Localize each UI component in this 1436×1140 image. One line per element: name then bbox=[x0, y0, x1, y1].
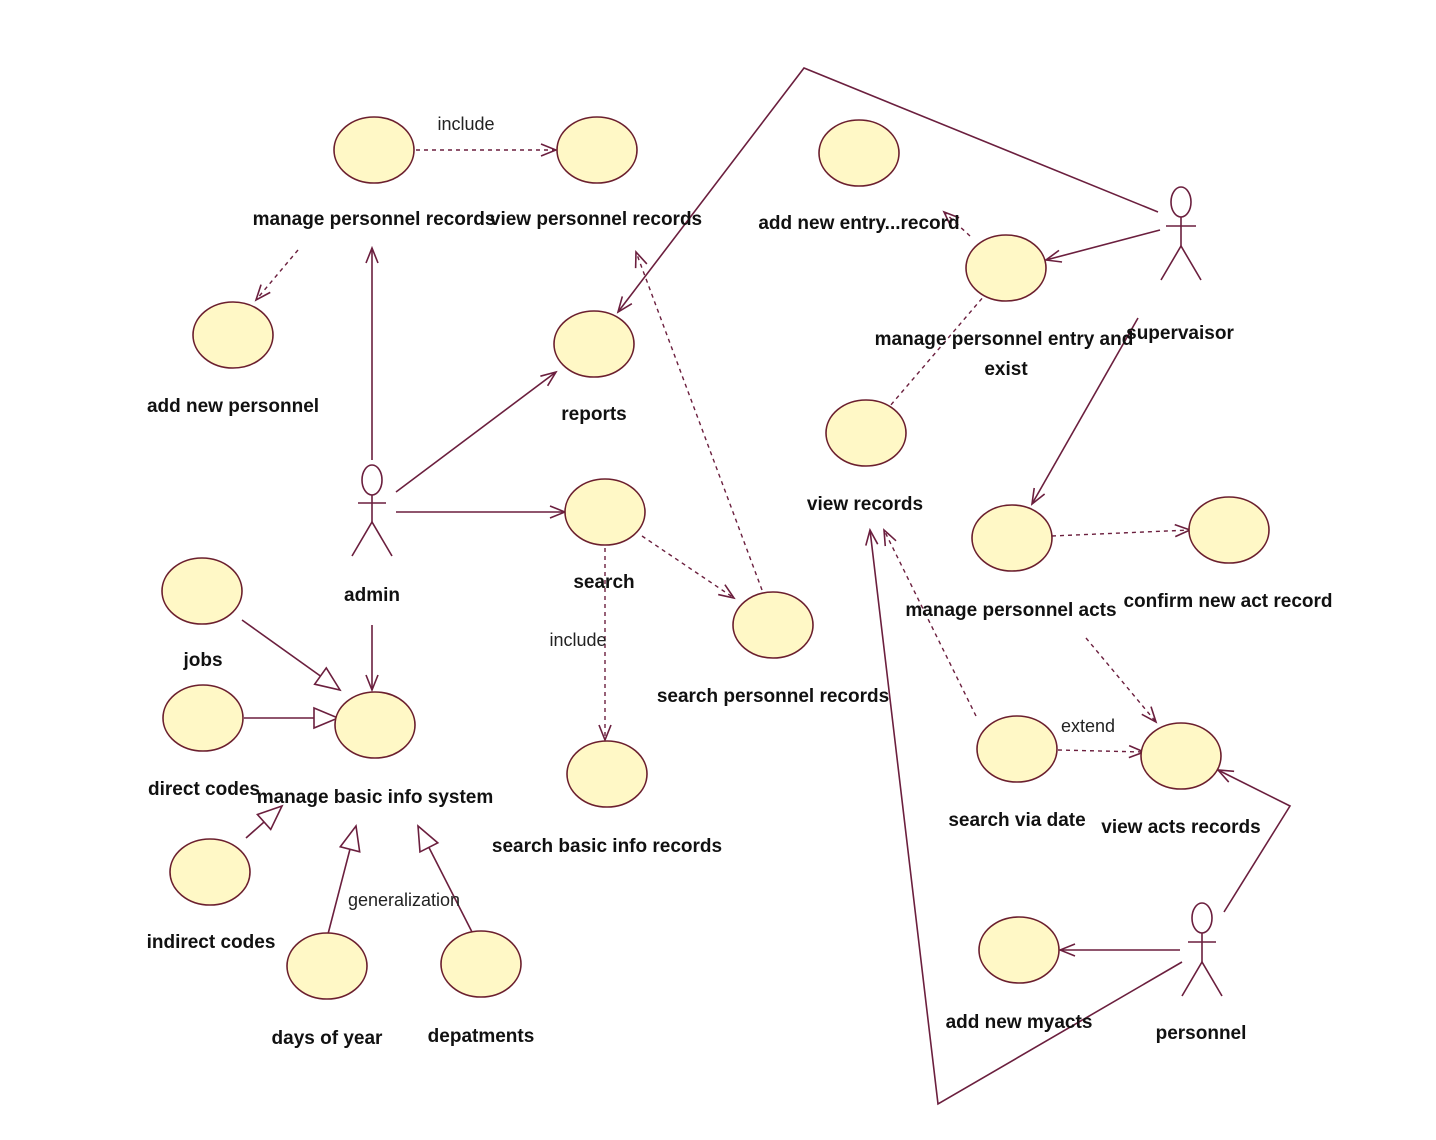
relationship-labels: include include generalization extend bbox=[348, 114, 1115, 910]
extend-search-date-to-view-acts bbox=[1057, 750, 1144, 752]
use-case-direct-codes[interactable] bbox=[162, 684, 244, 752]
gen-depatments bbox=[418, 826, 473, 933]
label-search-via-date: search via date bbox=[948, 810, 1085, 831]
use-case-search-basic-info-records[interactable] bbox=[566, 740, 648, 808]
actor-personnel[interactable] bbox=[1181, 902, 1223, 997]
use-case-manage-basic-info-system[interactable] bbox=[334, 691, 416, 759]
use-case-indirect-codes[interactable] bbox=[169, 838, 251, 906]
use-case-view-personnel-records[interactable] bbox=[556, 116, 638, 184]
use-case-search-via-date[interactable] bbox=[976, 715, 1058, 783]
actor-supervaisor-head-icon bbox=[1170, 186, 1192, 218]
assoc-supervaisor-reports bbox=[618, 67, 1159, 312]
actor-personnel-head-icon bbox=[1191, 902, 1213, 934]
actor-supervaisor[interactable] bbox=[1160, 186, 1202, 281]
use-case-confirm-new-act-record[interactable] bbox=[1188, 496, 1270, 564]
label-include-top: include bbox=[437, 114, 494, 134]
dep-manage-acts-to-confirm bbox=[1051, 530, 1190, 536]
use-case-labels: manage personnel records view personnel … bbox=[147, 209, 1333, 1049]
dep-manage-acts-to-view-acts bbox=[1085, 637, 1156, 722]
label-direct-codes: direct codes bbox=[148, 779, 260, 800]
use-case-search[interactable] bbox=[564, 478, 646, 546]
label-jobs: jobs bbox=[182, 650, 222, 671]
assoc-supervaisor-manage-acts bbox=[1032, 317, 1139, 504]
label-manage-personnel-entry-line1: manage personnel entry and bbox=[875, 329, 1134, 350]
label-actor-admin: admin bbox=[344, 585, 400, 606]
assoc-personnel-view-acts bbox=[1218, 770, 1292, 913]
use-case-view-records[interactable] bbox=[825, 399, 907, 467]
use-case-search-personnel-records[interactable] bbox=[732, 591, 814, 659]
label-actor-personnel: personnel bbox=[1156, 1023, 1247, 1044]
label-manage-basic-info-system: manage basic info system bbox=[257, 787, 494, 808]
label-view-acts-records: view acts records bbox=[1101, 817, 1260, 838]
label-add-new-personnel: add new personnel bbox=[147, 396, 319, 417]
use-case-shapes bbox=[161, 116, 1270, 1000]
use-case-manage-personnel-acts[interactable] bbox=[971, 504, 1053, 572]
actor-labels: admin supervaisor personnel bbox=[344, 323, 1246, 1044]
actor-admin-legs bbox=[351, 520, 393, 557]
use-case-add-new-myacts[interactable] bbox=[978, 916, 1060, 984]
label-add-new-entry-record: add new entry...record bbox=[758, 213, 959, 234]
use-case-add-new-personnel[interactable] bbox=[192, 301, 274, 369]
label-search-basic-info-records: search basic info records bbox=[492, 836, 722, 857]
label-depatments: depatments bbox=[428, 1026, 535, 1047]
label-reports: reports bbox=[561, 404, 626, 425]
actor-admin[interactable] bbox=[351, 464, 393, 557]
gen-indirect-codes bbox=[245, 806, 282, 839]
use-case-depatments[interactable] bbox=[440, 930, 522, 998]
actor-admin-head-icon bbox=[361, 464, 383, 496]
gen-jobs bbox=[241, 619, 340, 690]
assoc-admin-reports bbox=[395, 372, 556, 493]
label-search: search bbox=[573, 572, 634, 593]
label-add-new-myacts: add new myacts bbox=[946, 1012, 1093, 1033]
label-search-personnel-records: search personnel records bbox=[657, 686, 889, 707]
label-manage-personnel-records: manage personnel records bbox=[253, 209, 496, 230]
assoc-personnel-view-records bbox=[870, 530, 1183, 1106]
dep-manage-entry-to-add-entry bbox=[944, 212, 971, 237]
dep-search-to-search-personnel bbox=[641, 535, 734, 598]
relationships bbox=[241, 67, 1292, 1106]
label-actor-supervaisor: supervaisor bbox=[1126, 323, 1234, 344]
use-case-manage-personnel-entry[interactable] bbox=[965, 234, 1047, 302]
use-case-reports[interactable] bbox=[553, 310, 635, 378]
assoc-supervaisor-manage-entry bbox=[1046, 229, 1161, 260]
use-case-manage-personnel-records[interactable] bbox=[333, 116, 415, 184]
label-extend: extend bbox=[1061, 716, 1115, 736]
label-generalization: generalization bbox=[348, 890, 460, 910]
use-case-view-acts-records[interactable] bbox=[1140, 722, 1222, 790]
dep-search-date-to-view-records bbox=[884, 530, 977, 717]
actor-personnel-legs bbox=[1181, 960, 1223, 997]
use-case-days-of-year[interactable] bbox=[286, 932, 368, 1000]
label-confirm-new-act-record: confirm new act record bbox=[1123, 591, 1332, 612]
label-manage-personnel-entry-line2: exist bbox=[984, 359, 1028, 380]
label-manage-personnel-acts: manage personnel acts bbox=[905, 600, 1116, 621]
label-include-search: include bbox=[549, 630, 606, 650]
actor-supervaisor-legs bbox=[1160, 244, 1202, 281]
dep-manage-to-add-personnel bbox=[256, 249, 299, 300]
label-indirect-codes: indirect codes bbox=[147, 932, 276, 953]
use-case-jobs[interactable] bbox=[161, 557, 243, 625]
gen-days-of-year bbox=[327, 826, 356, 935]
use-case-add-new-entry-record[interactable] bbox=[818, 119, 900, 187]
dep-search-personnel-to-view-personnel bbox=[636, 252, 763, 591]
label-view-records: view records bbox=[807, 494, 923, 515]
label-view-personnel-records: view personnel records bbox=[490, 209, 702, 230]
label-days-of-year: days of year bbox=[272, 1028, 383, 1049]
